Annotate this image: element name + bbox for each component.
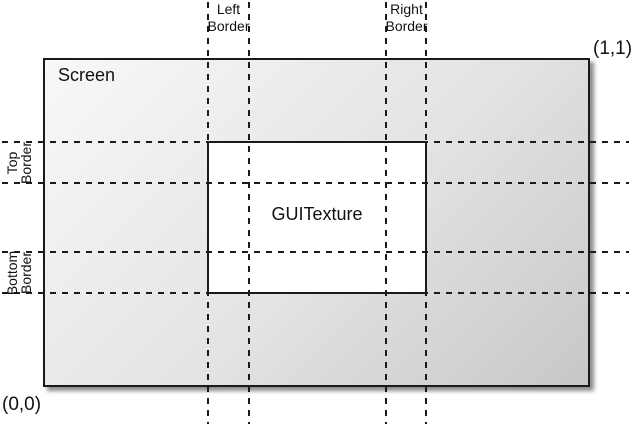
- screen-label: Screen: [58, 65, 116, 85]
- top-border-line-upper: [2, 141, 629, 143]
- guitexture-rect: GUITexture: [207, 141, 427, 294]
- origin-coord-label: (0,0): [2, 394, 42, 415]
- left-border-line-outer: [207, 2, 209, 424]
- bottom-border-label-line2: Border: [18, 251, 35, 294]
- right-border-label-line2: Border: [385, 18, 428, 34]
- top-right-coord-label: (1,1): [593, 38, 633, 59]
- bottom-border-label-line1: Bottom: [4, 250, 21, 295]
- top-border-label-line1: Top: [4, 151, 20, 174]
- right-border-line-outer: [425, 2, 427, 424]
- right-border-label-line1: Right: [390, 1, 423, 17]
- top-border-label: Top Border: [0, 141, 38, 184]
- right-border-label: Right Border: [385, 1, 428, 35]
- left-border-label-line2: Border: [207, 18, 250, 34]
- bottom-border-label: Bottom Border: [0, 250, 38, 295]
- left-border-line-inner: [248, 2, 250, 424]
- bottom-border-line-lower: [2, 292, 629, 294]
- top-border-label-text: Top Border: [4, 141, 34, 184]
- top-border-line-lower: [2, 182, 629, 184]
- bottom-border-line-upper: [2, 251, 629, 253]
- guitexture-label: GUITexture: [271, 204, 363, 224]
- top-border-label-line2: Border: [18, 141, 34, 184]
- bottom-border-label-text: Bottom Border: [4, 250, 35, 295]
- left-border-label: Left Border: [207, 1, 250, 35]
- right-border-line-inner: [385, 2, 387, 424]
- left-border-label-line1: Left: [216, 1, 241, 17]
